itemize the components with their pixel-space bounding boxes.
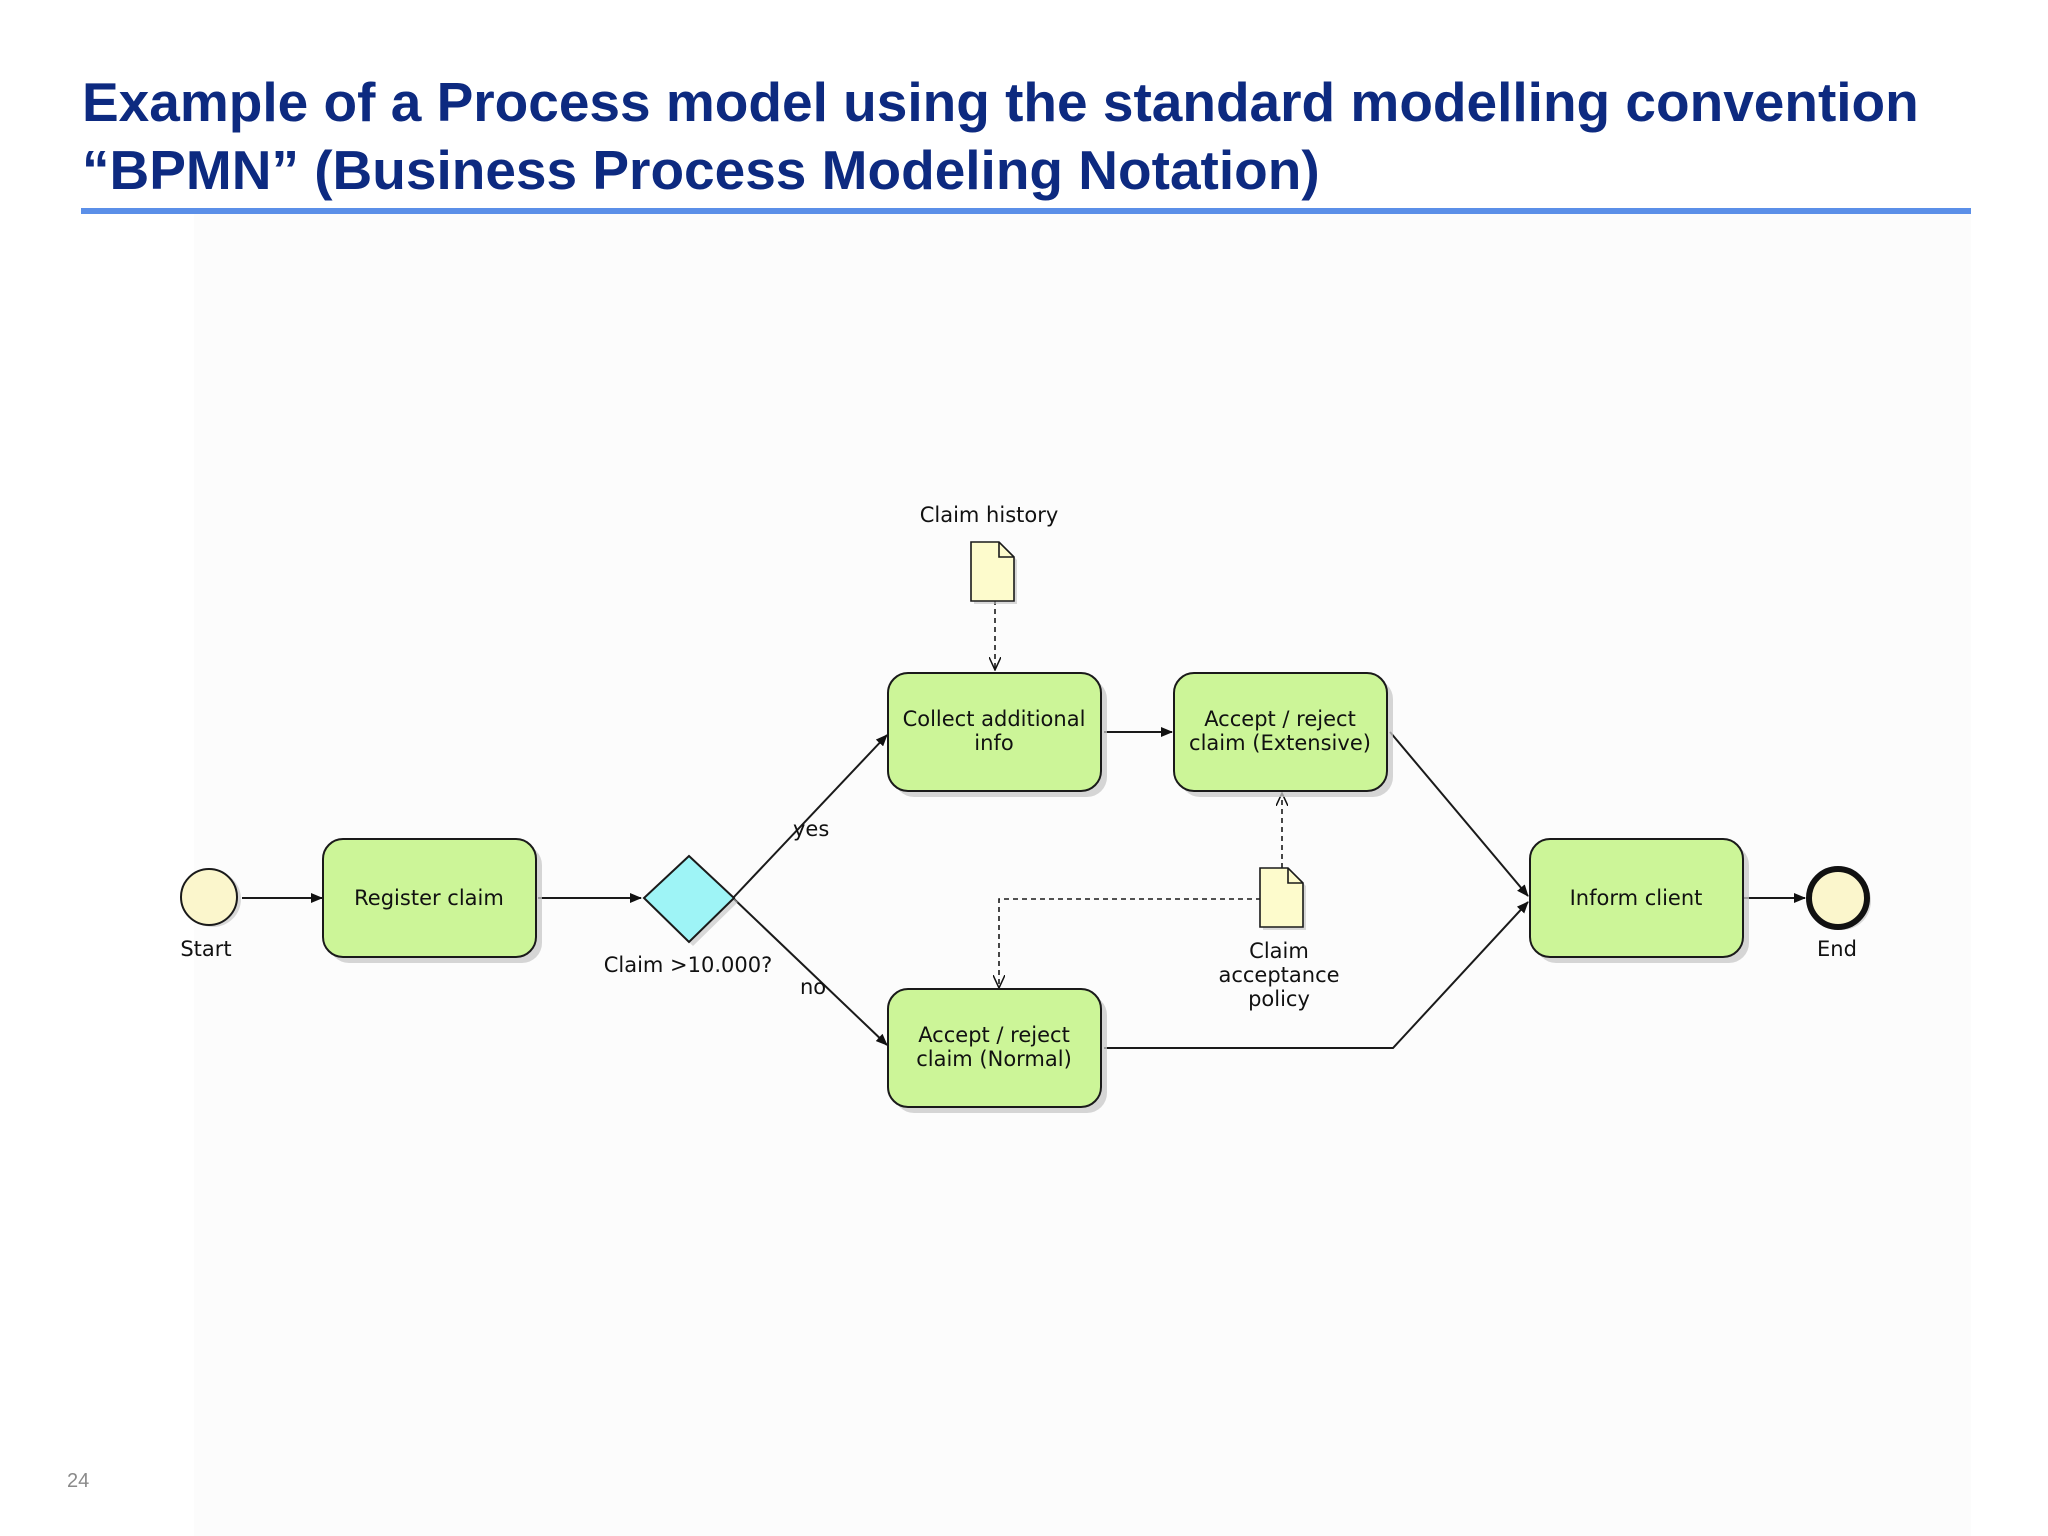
task-accept-reject-extensive[interactable]: Accept / reject claim (Extensive) (1173, 672, 1393, 797)
title-underline (81, 208, 1971, 214)
start-event[interactable] (180, 868, 241, 927)
data-associations (995, 600, 1282, 988)
task-label: Inform client (1570, 886, 1703, 910)
page-number: 24 (67, 1470, 90, 1492)
flow-extensive-to-inform (1389, 731, 1529, 897)
flow-normal-to-inform (1104, 901, 1529, 1049)
flow-label-yes: yes (793, 817, 829, 841)
sequence-flows (242, 727, 1806, 1049)
task-label-line-2: claim (Normal) (916, 1047, 1072, 1071)
task-label-line-1: Accept / reject (918, 1023, 1070, 1047)
task-label-line-1: Collect additional (903, 707, 1086, 731)
association-policy-to-normal (999, 898, 1261, 988)
data-object-label: Claim history (920, 503, 1059, 527)
end-event-label: End (1817, 937, 1857, 961)
start-event-label: Start (180, 937, 231, 961)
task-inform-client[interactable]: Inform client (1529, 838, 1749, 963)
task-register-claim[interactable]: Register claim (322, 838, 542, 963)
flow-gateway-yes-to-collect (732, 734, 888, 899)
data-object-claim-acceptance-policy[interactable] (1259, 867, 1306, 930)
task-collect-additional-info[interactable]: Collect additional info (887, 672, 1107, 797)
task-label-line-1: Accept / reject (1204, 707, 1356, 731)
task-label-line-2: info (974, 731, 1013, 755)
data-object-label-line-2: acceptance (1218, 963, 1339, 987)
flow-label-no: no (800, 975, 826, 999)
data-object-label-line-3: policy (1248, 987, 1310, 1011)
end-event[interactable] (1806, 866, 1871, 930)
task-label: Register claim (354, 886, 504, 910)
flow-gateway-no-to-normal (732, 897, 888, 1046)
gateway-claim-threshold[interactable] (642, 854, 738, 946)
data-object-claim-history[interactable] (970, 541, 1017, 604)
data-object-label-line-1: Claim (1249, 939, 1309, 963)
gateway-label: Claim >10.000? (604, 953, 773, 977)
slide-title: Example of a Process model using the sta… (82, 71, 1919, 201)
task-label-line-2: claim (Extensive) (1189, 731, 1371, 755)
task-accept-reject-normal[interactable]: Accept / reject claim (Normal) (887, 988, 1107, 1113)
